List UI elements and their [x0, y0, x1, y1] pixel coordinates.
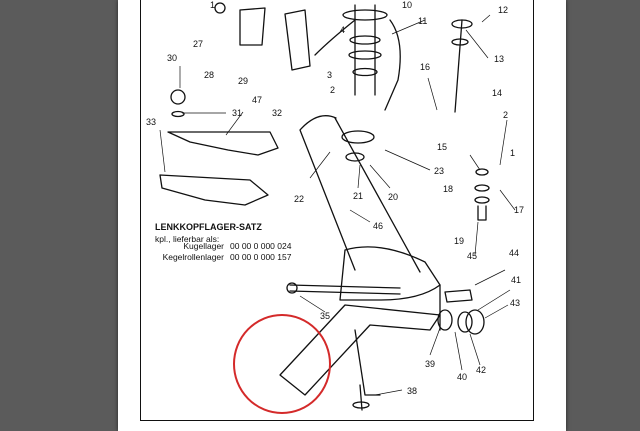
callout-label: 43 — [510, 298, 520, 308]
callout-label: 10 — [402, 0, 412, 10]
fork-tube — [339, 246, 441, 301]
callout-label: 21 — [353, 191, 363, 201]
callout-label: 1 — [510, 148, 515, 158]
callout-label: 29 — [238, 76, 248, 86]
spec-row-number: 00 00 0 000 024 — [230, 241, 292, 251]
callout-label: 18 — [443, 184, 453, 194]
callout-label: 2 — [503, 110, 508, 120]
callout-label: 35 — [320, 311, 330, 321]
spec-row-label: Kegelrollenlager — [163, 252, 225, 262]
steering-stem — [354, 4, 376, 96]
callout-label: 14 — [492, 88, 502, 98]
callout-label: 39 — [425, 359, 435, 369]
callout-label: 30 — [167, 53, 177, 63]
callout-label: 1 — [210, 0, 215, 10]
callout-label: 47 — [252, 95, 262, 105]
callout-label: 44 — [509, 248, 519, 258]
callout-label: 3 — [327, 70, 332, 80]
callout-label: 4 — [340, 25, 345, 35]
callout-label: 2 — [330, 85, 335, 95]
callout-label: 12 — [498, 5, 508, 15]
callout-label: 11 — [418, 16, 427, 26]
callout-label: 28 — [204, 70, 214, 80]
callout-label: 32 — [272, 108, 282, 118]
page-frame — [140, 0, 534, 421]
spec-row-number: 00 00 0 000 157 — [230, 252, 292, 262]
callout-label: 33 — [146, 117, 156, 127]
top-bracket — [314, 19, 401, 111]
swing-arm — [279, 304, 441, 396]
bracket-32 — [167, 131, 279, 156]
callout-label: 31 — [232, 108, 242, 118]
spec-title: LENKKOPFLAGER-SATZ — [155, 222, 262, 232]
bracket-33 — [159, 174, 269, 206]
highlight-circle — [233, 314, 331, 414]
callout-label: 23 — [434, 166, 444, 176]
spec-row-label: Kugellager — [183, 241, 224, 251]
axle — [289, 284, 401, 295]
callout-label: 20 — [388, 192, 398, 202]
callout-label: 13 — [494, 54, 504, 64]
callout-label: 46 — [373, 221, 383, 231]
spec-subtitle: kpl., lieferbar als: — [155, 234, 219, 244]
document-page — [118, 0, 566, 431]
callout-label: 38 — [407, 386, 417, 396]
callout-label: 27 — [193, 39, 203, 49]
fork-leg — [299, 115, 421, 273]
callout-label: 22 — [294, 194, 304, 204]
callout-label: 41 — [511, 275, 521, 285]
callout-label: 16 — [420, 62, 430, 72]
callout-label: 42 — [476, 365, 486, 375]
callout-label: 45 — [467, 251, 477, 261]
callout-label: 40 — [457, 372, 467, 382]
callout-label: 15 — [437, 142, 447, 152]
callout-label: 17 — [514, 205, 524, 215]
callout-label: 19 — [454, 236, 464, 246]
